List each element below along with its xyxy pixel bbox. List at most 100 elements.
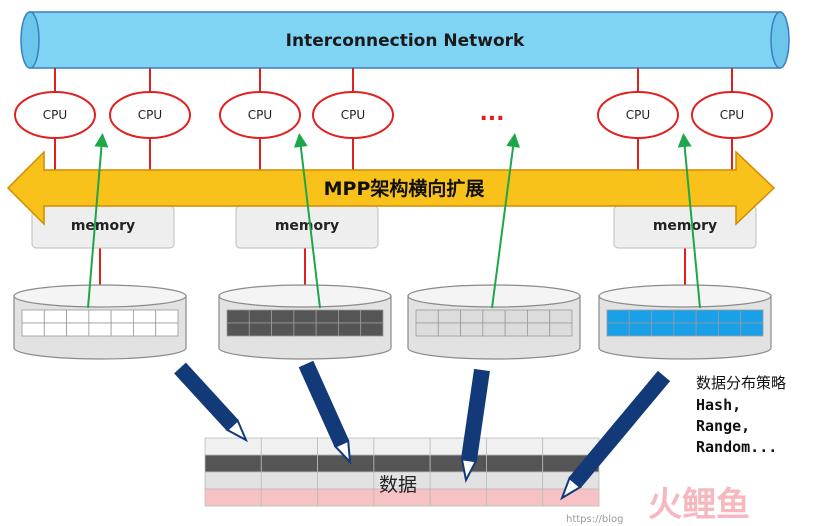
cpu-label: CPU xyxy=(138,108,162,122)
strategy-item-hash: Hash, xyxy=(696,396,741,414)
cpu-label: CPU xyxy=(43,108,67,122)
blue-grid-cell xyxy=(606,322,630,337)
memory-label: memory xyxy=(653,218,717,234)
cpu-node: CPU xyxy=(14,91,96,139)
dark-grid-cell xyxy=(315,322,339,337)
light-grid-cell xyxy=(549,309,573,324)
cpu-label: CPU xyxy=(720,108,744,122)
blue-grid-cell xyxy=(718,309,742,324)
data-table-cell xyxy=(429,471,487,490)
data-table-cell xyxy=(260,454,318,473)
blue-grid-cell xyxy=(651,309,675,324)
data-table-cell xyxy=(373,454,431,473)
network-body xyxy=(29,11,781,69)
watermark-logo: 火鲤鱼 xyxy=(648,485,750,525)
white-grid-cell xyxy=(133,322,157,337)
white-grid-cell xyxy=(43,322,67,337)
light-grid-cell xyxy=(437,322,461,337)
white-grid-cell xyxy=(155,322,179,337)
memory-label: memory xyxy=(275,218,339,234)
distribution-arrow-head xyxy=(225,418,249,443)
distribution-arrow xyxy=(560,370,671,501)
access-line xyxy=(87,133,109,309)
blue-grid-cell xyxy=(606,309,630,324)
blue-grid-cell xyxy=(673,322,697,337)
white-grid-cell xyxy=(66,309,90,324)
distribution-arrow-head xyxy=(460,458,478,483)
white-grid-cell xyxy=(66,322,90,337)
distribution-arrow xyxy=(298,360,352,465)
scale-arrow-shape xyxy=(6,150,776,226)
cpu-node: CPU xyxy=(691,91,773,139)
storage-disk xyxy=(407,284,581,360)
light-grid-cell xyxy=(549,322,573,337)
blue-grid-cell xyxy=(673,309,697,324)
disk-top xyxy=(598,284,772,308)
white-grid-cell xyxy=(155,309,179,324)
distribution-arrow-shaft xyxy=(460,368,490,462)
dark-grid-cell xyxy=(338,309,362,324)
data-table-cell xyxy=(486,488,544,507)
data-table-cell xyxy=(486,437,544,456)
blue-grid-cell xyxy=(651,322,675,337)
cpu-ellipsis: ... xyxy=(479,101,504,126)
light-grid-cell xyxy=(482,322,506,337)
access-line xyxy=(293,133,321,309)
memory-block: memory xyxy=(613,205,757,249)
scale-arrow-label: MPP架构横向扩展 xyxy=(324,177,485,200)
cpu-node: CPU xyxy=(312,91,394,139)
dark-grid-cell xyxy=(293,309,317,324)
light-grid-cell xyxy=(415,309,439,324)
blue-grid-cell xyxy=(628,322,652,337)
light-grid-cell xyxy=(504,309,528,324)
distribution-arrow-head xyxy=(333,439,352,465)
blue-grid-cell xyxy=(740,322,764,337)
cpu-node: CPU xyxy=(219,91,301,139)
data-table-cell xyxy=(429,488,487,507)
strategy-item-random: Random... xyxy=(696,438,777,456)
dark-grid-cell xyxy=(271,309,295,324)
dark-grid-cell xyxy=(226,309,250,324)
memory-block: memory xyxy=(31,205,175,249)
distribution-arrow-shaft xyxy=(298,360,350,448)
light-grid-cell xyxy=(437,309,461,324)
cpu-label: CPU xyxy=(248,108,272,122)
storage-disks xyxy=(13,284,772,360)
dark-grid-cell xyxy=(226,322,250,337)
cpu-node: CPU xyxy=(597,91,679,139)
watermark: 火鲤鱼 https://blog xyxy=(566,485,750,525)
data-table-label: 数据 xyxy=(379,474,417,496)
data-table-cell xyxy=(317,471,375,490)
data-table-cell xyxy=(260,437,318,456)
watermark-url: https://blog xyxy=(566,514,623,525)
blue-grid-cell xyxy=(718,322,742,337)
dark-grid-cell xyxy=(293,322,317,337)
light-grid-cell xyxy=(504,322,528,337)
data-table-cell xyxy=(204,488,262,507)
white-grid-cell xyxy=(88,309,112,324)
data-table-cell xyxy=(204,437,262,456)
distribution-strategy: 数据分布策略 Hash, Range, Random... xyxy=(696,374,786,456)
distribution-arrow xyxy=(460,368,490,483)
distribution-arrow-shaft xyxy=(568,370,671,488)
light-grid-cell xyxy=(460,309,484,324)
cpu-node: CPU xyxy=(109,91,191,139)
blue-grid-cell xyxy=(628,309,652,324)
blue-grid-cell xyxy=(740,309,764,324)
data-table-cell xyxy=(260,471,318,490)
white-grid-cell xyxy=(133,309,157,324)
storage-disk xyxy=(598,284,772,360)
white-grid-cell xyxy=(88,322,112,337)
storage-disk xyxy=(13,284,187,360)
interconnection-network: Interconnection Network xyxy=(20,11,790,69)
cpu-group: CPU CPU CPU CPU ... CPU CPU xyxy=(14,91,773,139)
data-table-cell xyxy=(486,471,544,490)
cpu-label: CPU xyxy=(341,108,365,122)
dark-grid-cell xyxy=(360,309,384,324)
data-table-cell xyxy=(204,454,262,473)
white-grid-cell xyxy=(21,309,45,324)
blue-grid-cell xyxy=(695,322,719,337)
memory-group: memory memory memory xyxy=(31,205,757,249)
dark-grid-cell xyxy=(315,309,339,324)
